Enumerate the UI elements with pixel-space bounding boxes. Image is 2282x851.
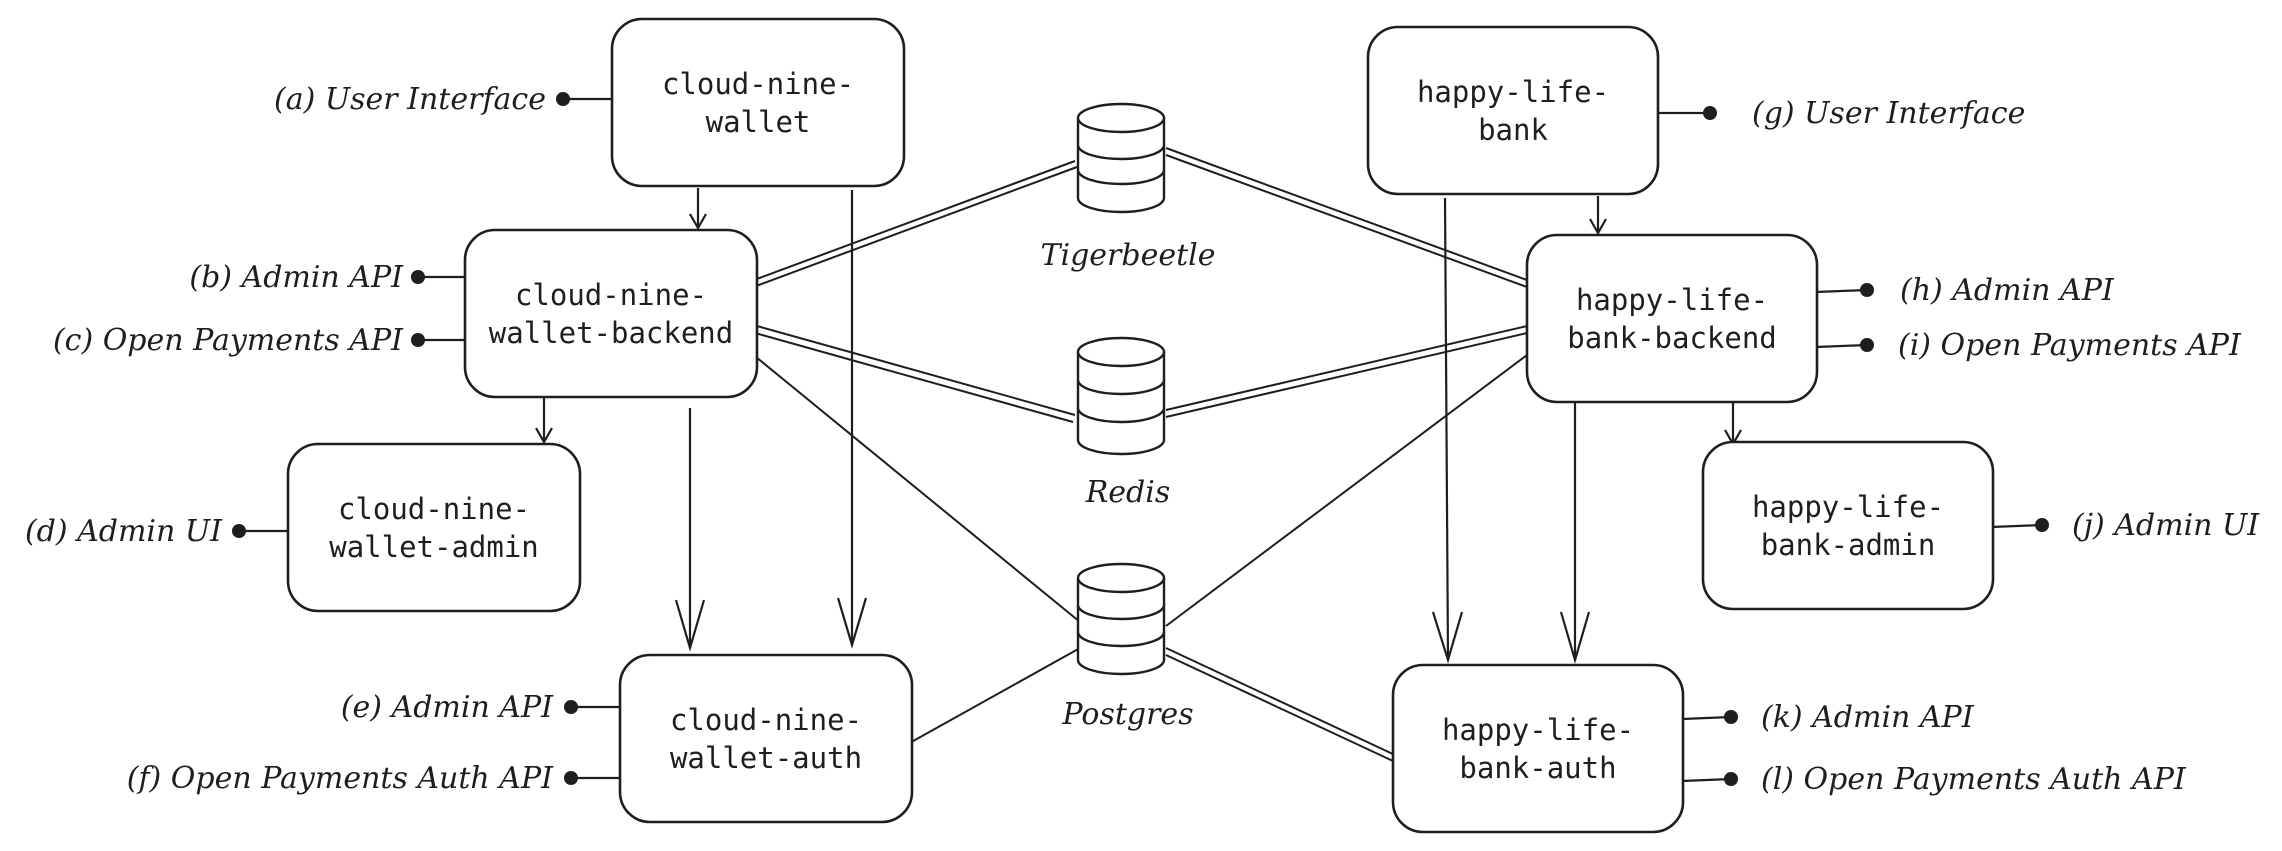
port-label-i: (i) Open Payments API [1898, 328, 2242, 363]
arrow-wallet-to-backend [689, 188, 707, 231]
port-label-g: (g) User Interface [1752, 96, 2025, 131]
database-label: Postgres [1061, 697, 1193, 732]
port-dot-d [232, 524, 246, 538]
service-label-line1: cloud-nine- [670, 703, 862, 737]
service-label-line1: happy-life- [1417, 75, 1609, 109]
service-label-line1: cloud-nine- [662, 67, 854, 101]
port-dot-h [1860, 283, 1874, 297]
port-dot-e [564, 700, 578, 714]
arrow-bank-to-backend [1589, 196, 1607, 236]
service-label-line1: happy-life- [1576, 283, 1768, 317]
service-label-line2: wallet-admin [329, 530, 539, 564]
service-label-line1: cloud-nine- [338, 492, 530, 526]
port-dot-j [2035, 518, 2049, 532]
port-label-e: (e) Admin API [341, 690, 554, 725]
service-cloud-nine-wallet: cloud-nine- wallet [610, 17, 906, 188]
edge-postgres-happy-auth-2 [1165, 654, 1394, 762]
service-happy-life-bank-auth: happy-life- bank-auth [1391, 663, 1685, 834]
port-label-f: (f) Open Payments Auth API [127, 761, 554, 796]
edge-tigerbeetle-happy-backend-2 [1165, 154, 1528, 288]
service-label-line1: cloud-nine- [515, 278, 707, 312]
arrow-backend-to-auth [674, 408, 706, 652]
edge-postgres-happy-backend [1165, 354, 1528, 627]
service-label-line2: bank-auth [1459, 751, 1616, 785]
port-dot-i [1860, 338, 1874, 352]
port-dot-b [411, 270, 425, 284]
port-label-d: (d) Admin UI [25, 514, 223, 549]
edge-tigerbeetle-happy-backend [1165, 147, 1528, 281]
database-redis: Redis [1076, 336, 1171, 510]
database-postgres: Postgres [1061, 562, 1194, 732]
service-label-line2: wallet-backend [489, 316, 733, 350]
port-label-a: (a) User Interface [274, 82, 546, 117]
service-label-line2: wallet [706, 105, 811, 139]
port-connectors [232, 92, 2049, 786]
port-dot-g [1703, 106, 1717, 120]
database-label: Redis [1085, 475, 1171, 510]
edge-postgres-happy-auth [1165, 647, 1396, 756]
arrow-backend-to-admin [535, 398, 553, 445]
port-dot-c [411, 333, 425, 347]
service-happy-life-bank-backend: happy-life- bank-backend [1525, 233, 1819, 404]
database-icon [1076, 336, 1166, 456]
service-label-line2: bank-admin [1761, 528, 1936, 562]
arrow-bank-to-auth [1431, 197, 1464, 664]
port-dot-l [1724, 772, 1738, 786]
port-dot-a [556, 92, 570, 106]
port-dot-f [564, 771, 578, 785]
arrow-wallet-to-auth [836, 190, 868, 649]
port-label-j: (j) Admin UI [2072, 508, 2260, 543]
service-label-line1: happy-life- [1752, 490, 1944, 524]
service-label-line1: happy-life- [1442, 713, 1634, 747]
arrows [535, 188, 1742, 664]
edge-cloud-backend-tigerbeetle [753, 160, 1076, 281]
edge-cloud-backend-redis [756, 325, 1076, 416]
port-label-h: (h) Admin API [1900, 273, 2115, 308]
database-icon [1076, 562, 1166, 676]
service-label-line2: bank [1478, 113, 1548, 147]
service-cloud-nine-wallet-backend: cloud-nine- wallet-backend [463, 228, 759, 399]
service-cloud-nine-wallet-admin: cloud-nine- wallet-admin [286, 442, 582, 613]
port-label-c: (c) Open Payments API [53, 323, 404, 358]
service-cloud-nine-wallet-auth: cloud-nine- wallet-auth [618, 653, 914, 824]
edge-cloud-backend-redis-2 [754, 332, 1074, 423]
service-label-line2: wallet-auth [670, 741, 862, 775]
port-dot-k [1724, 710, 1738, 724]
port-label-b: (b) Admin API [189, 260, 404, 295]
edge-cloud-backend-postgres [755, 356, 1081, 623]
edge-cloud-auth-postgres [905, 647, 1081, 746]
database-tigerbeetle: Tigerbeetle [1040, 102, 1216, 273]
connections [753, 147, 1528, 762]
database-label: Tigerbeetle [1040, 238, 1215, 273]
service-happy-life-bank: happy-life- bank [1366, 25, 1660, 196]
edge-redis-happy-backend-2 [1165, 332, 1528, 418]
port-label-l: (l) Open Payments Auth API [1761, 762, 2187, 797]
service-label-line2: bank-backend [1567, 321, 1777, 355]
database-icon [1076, 102, 1166, 214]
port-labels: (a) User Interface (b) Admin API (c) Ope… [25, 82, 2260, 797]
edge-redis-happy-backend [1165, 325, 1528, 411]
service-happy-life-bank-admin: happy-life- bank-admin [1701, 440, 1995, 611]
arrow-backend-to-bank-admin [1724, 402, 1742, 447]
edge-cloud-backend-tigerbeetle-2 [755, 166, 1078, 287]
arrow-bank-backend-to-auth [1559, 403, 1591, 664]
port-label-k: (k) Admin API [1761, 700, 1975, 735]
